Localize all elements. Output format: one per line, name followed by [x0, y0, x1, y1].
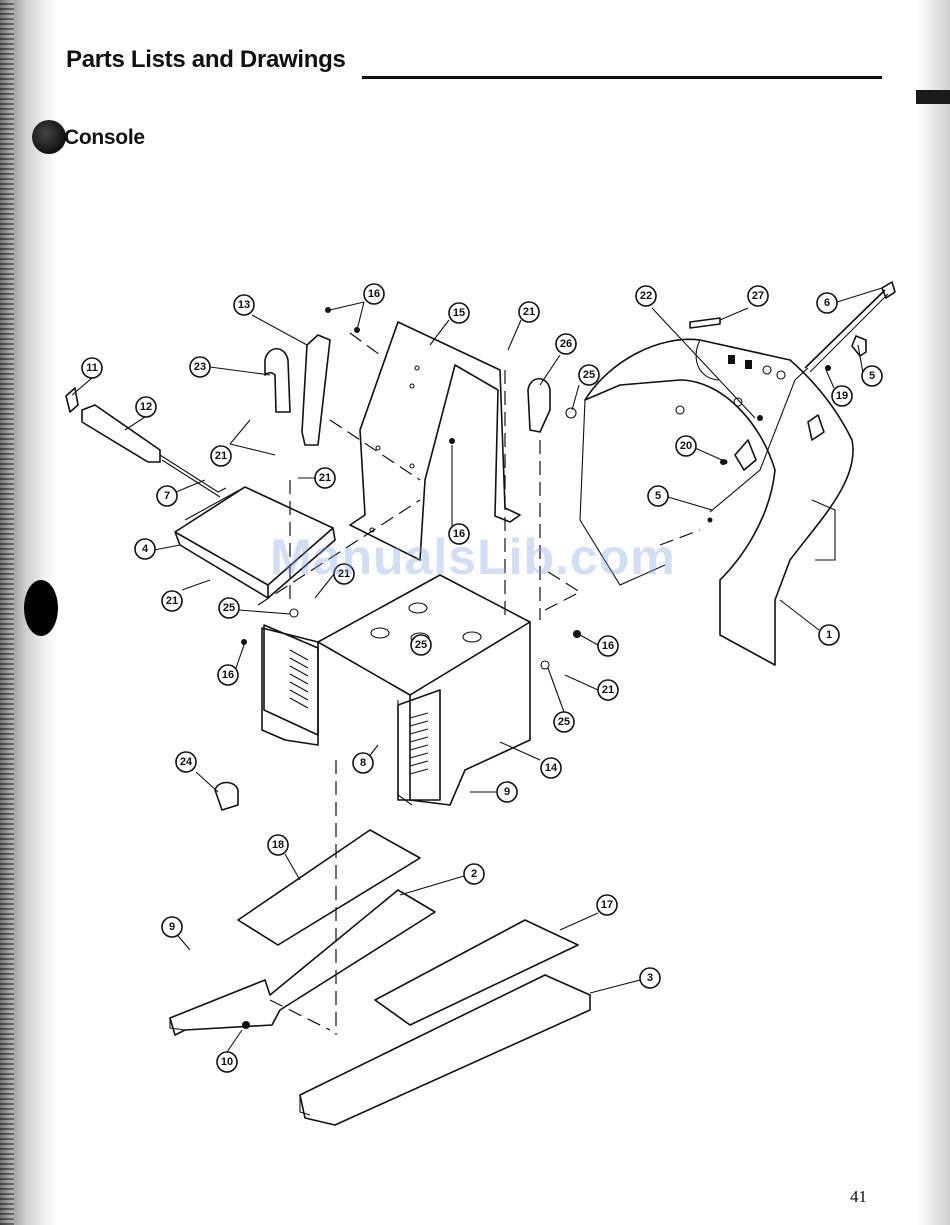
callout-label: 4	[142, 543, 149, 555]
callout-23: 23	[190, 357, 210, 377]
callout-label: 21	[602, 684, 614, 696]
callout-11: 11	[82, 358, 102, 378]
callout-label: 3	[647, 972, 653, 984]
callout-label: 25	[223, 602, 235, 614]
callout-label: 5	[869, 370, 875, 382]
callout-label: 8	[360, 757, 366, 769]
callout-label: 25	[558, 716, 570, 728]
callout-label: 2	[471, 868, 477, 880]
callout-label: 16	[222, 669, 234, 681]
part-2-plate	[170, 890, 435, 1035]
callout-label: 22	[640, 290, 652, 302]
callout-label: 14	[545, 762, 558, 774]
callout-25a: 25	[579, 365, 599, 385]
part-3-plate	[300, 975, 590, 1125]
part-console-shroud	[580, 339, 853, 665]
callout-17: 17	[597, 895, 617, 915]
callout-16d: 16	[218, 665, 238, 685]
callout-label: 17	[601, 899, 613, 911]
leader-lines	[72, 288, 882, 1052]
callout-label: 11	[86, 362, 98, 374]
callout-1: 1	[819, 625, 839, 645]
callout-25c: 25	[411, 635, 431, 655]
callout-label: 5	[655, 490, 661, 502]
callout-10: 10	[217, 1052, 237, 1072]
callout-label: 25	[415, 639, 427, 651]
callout-21f: 21	[598, 680, 618, 700]
callout-label: 9	[504, 786, 510, 798]
callout-label: 24	[180, 756, 193, 768]
callout-5b: 5	[648, 486, 668, 506]
callout-label: 25	[583, 369, 595, 381]
callout-label: 21	[523, 306, 535, 318]
callout-label: 16	[602, 640, 614, 652]
callout-25b: 25	[219, 598, 239, 618]
callout-21a: 21	[519, 302, 539, 322]
callout-label: 16	[368, 288, 380, 300]
page-number: 41	[850, 1187, 867, 1207]
callout-label: 12	[140, 401, 152, 413]
callout-label: 21	[166, 595, 178, 607]
callout-22: 22	[636, 286, 656, 306]
callout-9b: 9	[162, 917, 182, 937]
callout-13: 13	[234, 295, 254, 315]
callout-label: 18	[272, 839, 284, 851]
callout-5a: 5	[862, 366, 882, 386]
callout-label: 23	[194, 361, 206, 373]
part-18-pad	[238, 830, 420, 945]
part-cable	[710, 282, 895, 512]
callout-label: 26	[560, 338, 572, 350]
part-13-bracket	[302, 335, 330, 445]
part-24-clip	[215, 783, 238, 811]
callout-27: 27	[748, 286, 768, 306]
callout-15: 15	[449, 303, 469, 323]
callout-label: 19	[836, 390, 848, 402]
callout-21b: 21	[211, 446, 231, 466]
callout-label: 10	[221, 1056, 233, 1068]
callout-26: 26	[556, 334, 576, 354]
callout-7: 7	[157, 486, 177, 506]
part-14-box	[262, 575, 530, 805]
callout-label: 20	[680, 440, 692, 452]
part-26-clamp	[528, 379, 550, 432]
part-27-pin	[690, 318, 720, 328]
callout-4: 4	[135, 539, 155, 559]
part-22-grommet	[757, 415, 763, 421]
callout-24: 24	[176, 752, 196, 772]
callout-label: 27	[752, 290, 764, 302]
callout-label: 1	[826, 629, 832, 641]
callout-6: 6	[817, 293, 837, 313]
callout-21d: 21	[162, 591, 182, 611]
callout-8: 8	[353, 753, 373, 773]
callout-16a: 16	[364, 284, 384, 304]
callout-18: 18	[268, 835, 288, 855]
callout-2: 2	[464, 864, 484, 884]
callout-20: 20	[676, 436, 696, 456]
callout-label: 21	[319, 472, 331, 484]
callout-label: 15	[453, 307, 465, 319]
callout-9a: 9	[497, 782, 517, 802]
callout-12: 12	[136, 397, 156, 417]
callout-16c: 16	[598, 636, 618, 656]
callout-19: 19	[832, 386, 852, 406]
callout-3: 3	[640, 968, 660, 988]
callout-14: 14	[541, 758, 561, 778]
callout-label: 6	[824, 297, 830, 309]
callout-label: 13	[238, 299, 250, 311]
callout-21c: 21	[315, 468, 335, 488]
callout-label: 7	[164, 490, 170, 502]
part-15-support	[350, 322, 520, 560]
callout-25d: 25	[554, 712, 574, 732]
part-23-latch	[265, 349, 290, 412]
watermark: ManualsLib.com	[270, 528, 676, 586]
callout-label: 9	[169, 921, 175, 933]
callout-label: 21	[215, 450, 227, 462]
